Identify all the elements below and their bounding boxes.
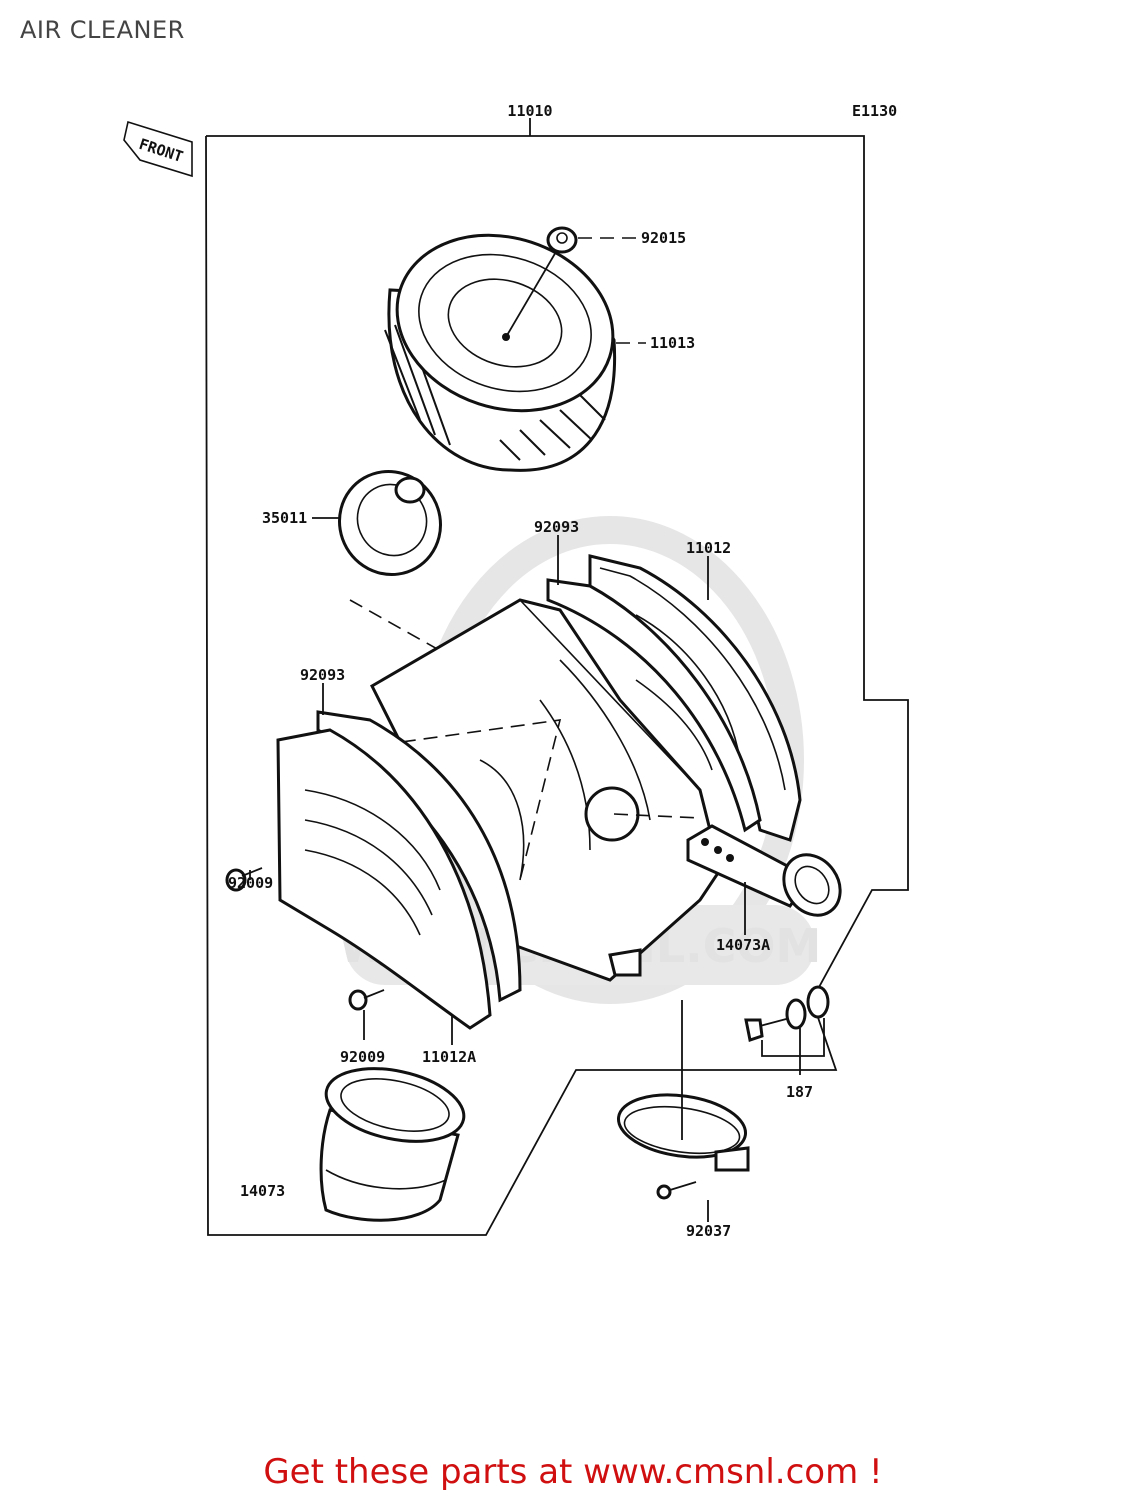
label-92037: 92037 [686,1222,731,1240]
parts-diagram: WWW.CMSNL.COM FRONT [123,102,909,1240]
screw-92009-lower [348,989,385,1040]
label-11012A: 11012A [422,1048,476,1066]
label-11013: 11013 [650,334,695,352]
label-14073: 14073 [240,1182,285,1200]
air-filter-element [384,233,617,472]
footer-parts-link[interactable]: Get these parts at www.cmsnl.com ! [263,1452,883,1492]
label-92093-right: 92093 [534,518,579,536]
intake-duct-14073A [613,813,842,935]
assembly-outline [205,135,909,1236]
screw-92009-upper [225,867,263,892]
gasket-92093-right [546,535,762,833]
nut-92015 [546,226,640,254]
label-92009-upper: 92009 [228,874,273,892]
label-11010: 11010 [507,102,552,120]
intake-duct-14073 [319,1067,466,1222]
label-92093-left: 92093 [300,666,345,684]
cover-11012A [276,728,492,1045]
page-title: AIR CLEANER [20,16,185,44]
label-35011: 35011 [262,509,307,527]
label-14073A: 14073A [716,936,770,954]
front-direction-tag: FRONT [123,120,193,178]
label-92009-lower: 92009 [340,1048,385,1066]
label-92015: 92015 [641,229,686,247]
label-187: 187 [786,1083,813,1101]
label-11012: 11012 [686,539,731,557]
clamp-92037 [616,1000,750,1222]
bolt-set-187 [744,985,830,1075]
element-holder-35011 [312,469,443,577]
diagram-code: E1130 [852,102,897,120]
